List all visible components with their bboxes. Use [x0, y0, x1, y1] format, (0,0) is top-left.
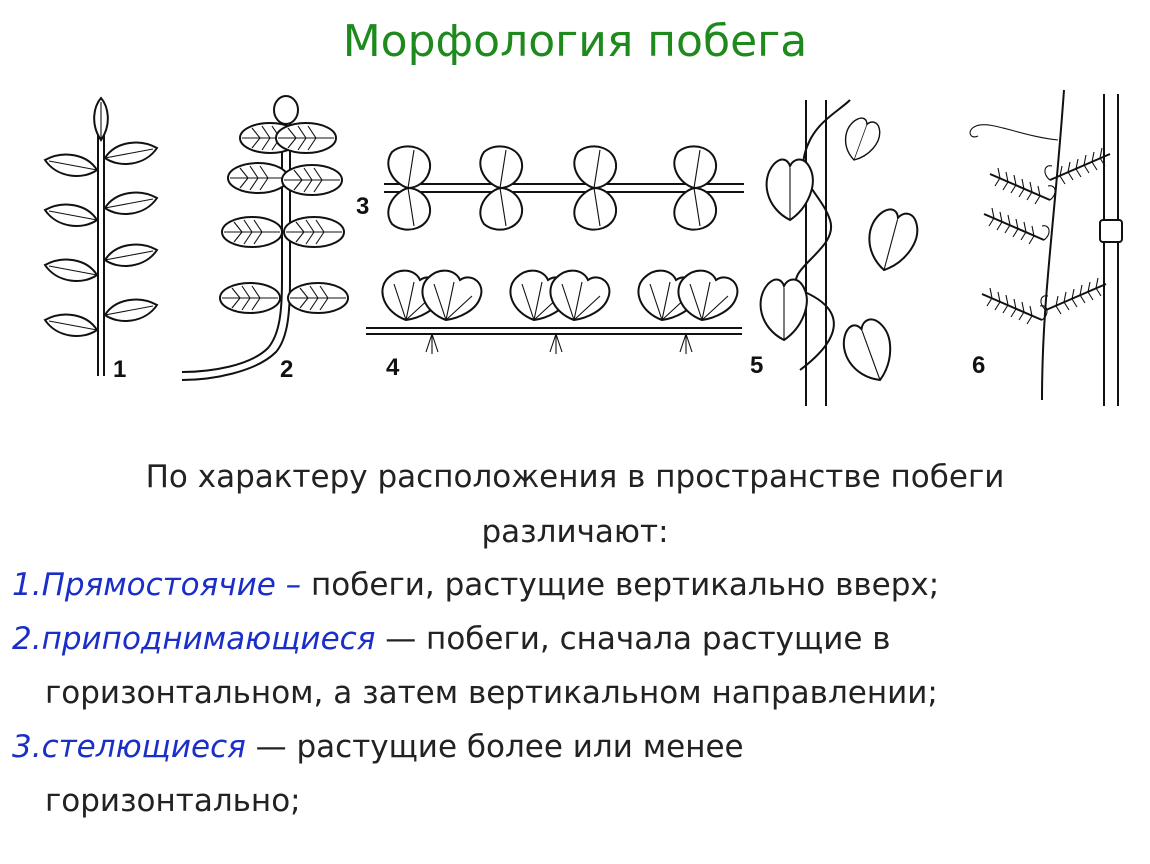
list-item-creeping: 3.стелющиеся — растущие более или менее — [12, 720, 1142, 774]
term-erect: 1.Прямостоячие – — [12, 567, 302, 603]
figure-label-6: 6 — [972, 352, 985, 379]
climbing-shoot-drawing — [969, 89, 1123, 406]
definition-creeping-continued: горизонтально; — [45, 783, 301, 819]
definition-erect: побеги, растущие вертикально вверх; — [301, 567, 940, 603]
definition-creeping: — растущие более или менее — [245, 729, 744, 765]
term-creeping: 3.стелющиеся — [12, 729, 246, 765]
figure-label-1: 1 — [113, 356, 126, 383]
shoot-types-illustration: 1 2 — [0, 80, 1150, 420]
erect-shoot-drawing — [44, 96, 158, 376]
stoloniferous-shoot-drawing — [366, 269, 742, 354]
figure-label-3: 3 — [356, 193, 369, 220]
definition-ascending-continued: горизонтальном, а затем вертикальном нап… — [45, 675, 938, 711]
figure-label-5: 5 — [750, 352, 763, 379]
figure-label-2: 2 — [280, 356, 293, 383]
list-item-ascending: 2.приподнимающиеся — побеги, сначала рас… — [12, 612, 1142, 666]
intro-line-2: различают: — [481, 514, 669, 550]
slide-title: Морфология побега — [342, 16, 808, 67]
creeping-shoot-drawing — [384, 145, 744, 231]
twining-shoot-drawing — [759, 99, 923, 406]
term-ascending: 2.приподнимающиеся — [12, 621, 376, 657]
definition-ascending: — побеги, сначала растущие в — [375, 621, 891, 657]
figure-label-4: 4 — [386, 354, 400, 381]
shoot-drawings-svg: 1 2 — [44, 89, 1123, 406]
list-item-erect: 1.Прямостоячие – побеги, растущие вертик… — [12, 558, 1142, 612]
ascending-shoot-drawing — [181, 95, 349, 381]
intro-line-1: По характеру расположения в пространстве… — [145, 459, 1005, 495]
